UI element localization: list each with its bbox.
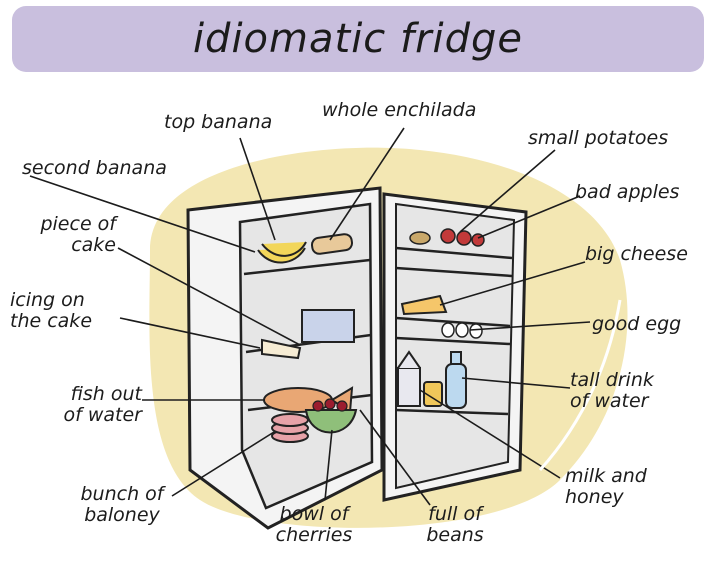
label-piece-of-cake-line1: piece of — [40, 213, 116, 235]
label-fish-line2: of water — [63, 404, 143, 426]
potato-item — [409, 231, 431, 245]
page-title: idiomatic fridge — [192, 16, 524, 62]
cake-box — [301, 309, 355, 343]
label-full-of-beans: full of beans — [410, 504, 500, 546]
cheese-item — [400, 294, 448, 316]
cake-slice — [261, 338, 302, 360]
label-cherries-line2: cherries — [275, 524, 353, 546]
apple-item — [440, 228, 456, 244]
title-banner: idiomatic fridge — [12, 6, 704, 72]
label-tall-drink-line2: of water — [570, 390, 649, 412]
egg-item — [441, 322, 455, 338]
label-good-egg: good egg — [592, 313, 682, 335]
door-shelf-5 — [395, 408, 509, 416]
label-baloney-line2: baloney — [84, 504, 160, 526]
label-whole-enchilada: whole enchilada — [322, 99, 477, 121]
label-milk-line1: milk and — [565, 465, 647, 487]
label-top-banana: top banana — [164, 111, 273, 133]
label-bowl-of-cherries: bowl of cherries — [260, 504, 368, 546]
label-beans-line2: beans — [426, 524, 484, 546]
enchilada-item — [310, 233, 354, 255]
door-shelf-2 — [395, 266, 513, 278]
label-fish-out-of-water: fish out of water — [22, 383, 143, 426]
door-shelf-1 — [395, 246, 513, 260]
label-milk-line2: honey — [565, 486, 624, 508]
shelf-1 — [243, 258, 371, 276]
label-icing-line1: icing on — [10, 289, 85, 311]
milk-carton — [397, 367, 421, 407]
cherry-bowl — [304, 409, 358, 434]
label-icing-on-the-cake: icing on the cake — [10, 290, 92, 332]
label-second-banana: second banana — [22, 157, 167, 179]
label-small-potatoes: small potatoes — [528, 127, 669, 149]
label-tall-drink-of-water: tall drink of water — [570, 370, 654, 412]
honey-jar — [423, 381, 443, 407]
label-baloney-line1: bunch of — [80, 483, 164, 505]
door-shelf-4 — [395, 336, 511, 346]
label-tall-drink-line1: tall drink — [570, 369, 654, 391]
water-bottle — [445, 363, 467, 409]
label-piece-of-cake-line2: cake — [71, 234, 116, 256]
label-beans-line1: full of — [428, 503, 482, 525]
label-fish-line1: fish out — [70, 383, 142, 405]
label-piece-of-cake: piece of cake — [10, 214, 116, 256]
label-cherries-line1: bowl of — [279, 503, 349, 525]
label-big-cheese: big cheese — [585, 243, 688, 265]
label-icing-line2: the cake — [10, 310, 93, 332]
label-milk-and-honey: milk and honey — [565, 466, 647, 508]
fridge-interior — [238, 202, 374, 510]
leader-lines — [29, 127, 591, 506]
door-shelf-3 — [395, 316, 511, 328]
label-bad-apples: bad apples — [575, 181, 680, 203]
label-bunch-of-baloney: bunch of baloney — [66, 484, 178, 526]
